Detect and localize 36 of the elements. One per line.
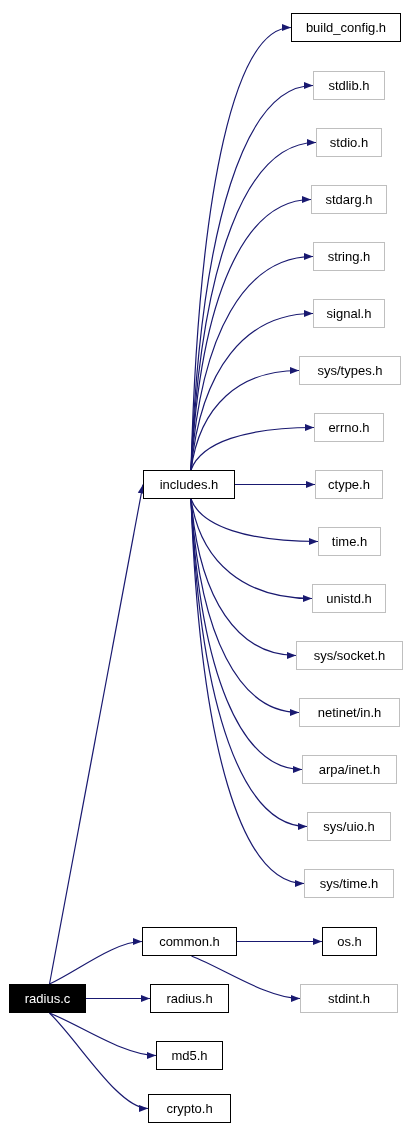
arrow (234, 480, 316, 489)
file-node: radius.c (9, 984, 86, 1013)
arrow (48, 938, 143, 985)
file-node: stdlib.h (313, 71, 385, 100)
file-node: sys/types.h (299, 356, 401, 385)
file-node: sys/uio.h (307, 812, 391, 841)
file-node: sys/socket.h (296, 641, 403, 670)
arrow (48, 483, 145, 985)
file-node: stdarg.h (311, 185, 387, 214)
file-node: radius.h (150, 984, 229, 1013)
arrow (236, 937, 323, 946)
file-node: arpa/inet.h (302, 755, 397, 784)
arrow (190, 955, 301, 1002)
file-node: md5.h (156, 1041, 223, 1070)
arrow (85, 994, 151, 1003)
file-node: string.h (313, 242, 385, 271)
file-node: sys/time.h (304, 869, 394, 898)
arrow (190, 498, 305, 886)
file-node: crypto.h (148, 1094, 231, 1123)
file-node: time.h (318, 527, 381, 556)
arrow (190, 83, 314, 471)
file-node: errno.h (314, 413, 384, 442)
file-node: common.h (142, 927, 237, 956)
file-node: unistd.h (312, 584, 386, 613)
arrow (190, 498, 319, 545)
arrow (48, 1012, 149, 1111)
arrow (48, 1012, 157, 1059)
file-node: stdio.h (316, 128, 382, 157)
file-node: signal.h (313, 299, 385, 328)
file-node: includes.h (143, 470, 235, 499)
file-node: netinet/in.h (299, 698, 400, 727)
arrow (190, 424, 315, 471)
file-node: ctype.h (315, 470, 383, 499)
file-node: stdint.h (300, 984, 398, 1013)
file-node: os.h (322, 927, 377, 956)
file-node: build_config.h (291, 13, 401, 42)
